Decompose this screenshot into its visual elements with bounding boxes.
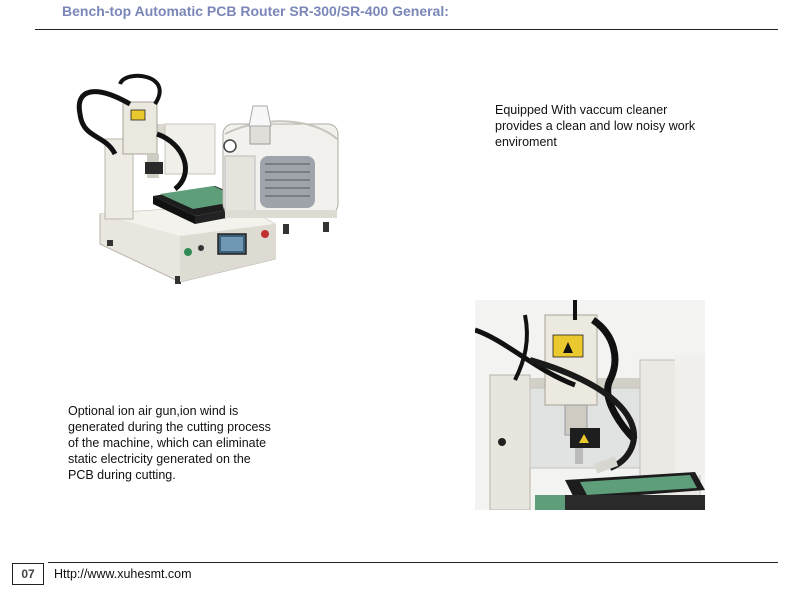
vacuum-caption-line: provides a clean and low noisy work bbox=[495, 119, 696, 133]
page-number: 07 bbox=[12, 563, 44, 585]
ion-air-gun-closeup-photo bbox=[475, 300, 705, 510]
ion-caption-line: of the machine, which can eliminate bbox=[68, 436, 267, 450]
router-with-vacuum-photo bbox=[76, 73, 339, 284]
vacuum-caption-line: Equipped With vaccum cleaner bbox=[495, 103, 668, 117]
vacuum-cleaner-caption: Equipped With vaccum cleaner provides a … bbox=[495, 102, 725, 150]
ion-caption-line: PCB during cutting. bbox=[68, 468, 176, 482]
header-divider bbox=[35, 29, 778, 30]
website-url[interactable]: Http://www.xuhesmt.com bbox=[54, 567, 192, 581]
ion-caption-line: Optional ion air gun,ion wind is bbox=[68, 404, 239, 418]
vacuum-caption-line: enviroment bbox=[495, 135, 557, 149]
ion-air-gun-caption: Optional ion air gun,ion wind is generat… bbox=[68, 403, 298, 483]
ion-caption-line: generated during the cutting process bbox=[68, 420, 271, 434]
page-title: Bench-top Automatic PCB Router SR-300/SR… bbox=[62, 3, 449, 19]
ion-caption-line: static electricity generated on the bbox=[68, 452, 251, 466]
footer-divider bbox=[48, 562, 778, 563]
